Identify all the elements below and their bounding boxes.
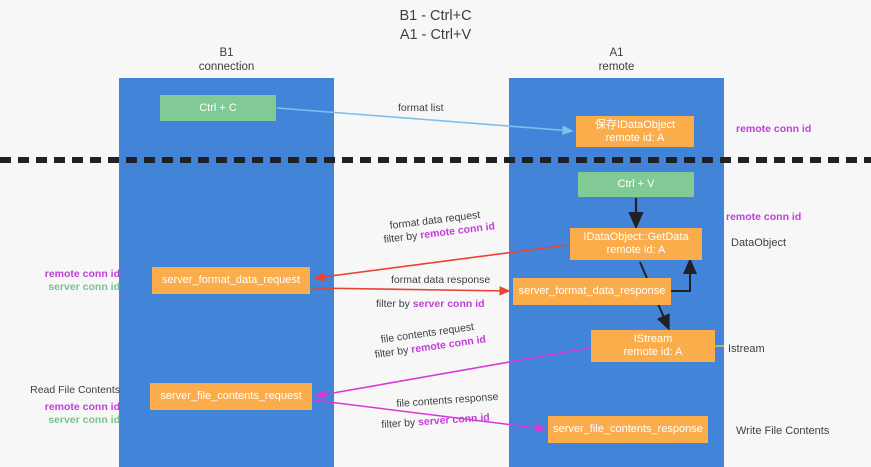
- node-server-format-data-response[interactable]: server_format_data_response: [513, 278, 671, 305]
- edge-filter-prefix-2: filter by: [376, 298, 413, 310]
- label-remote-conn-id-mid: remote conn id: [726, 211, 802, 223]
- node-server-file-contents-response[interactable]: server_file_contents_response: [548, 416, 708, 443]
- node-server-format-data-request-label: server_format_data_request: [161, 274, 301, 286]
- node-server-file-contents-request-label: server_file_contents_request: [160, 390, 302, 402]
- node-ctrl-v[interactable]: Ctrl + V: [578, 172, 694, 197]
- node-idataobject-text: 保存IDataObject remote id: A: [595, 119, 675, 145]
- label-remote-conn-id-top: remote conn id: [736, 123, 812, 135]
- label-write-file-contents: Write File Contents: [736, 425, 830, 437]
- lane-header-b1-name: B1: [219, 47, 234, 59]
- lane-header-b1: B1 connection: [119, 47, 334, 74]
- lane-header-a1-subtitle: remote: [598, 60, 635, 73]
- node-ctrl-c-label: Ctrl + C: [199, 101, 237, 114]
- node-idataobject[interactable]: 保存IDataObject remote id: A: [576, 116, 694, 147]
- edge-filter-prefix-4: filter by: [381, 416, 419, 431]
- node-server-format-data-request[interactable]: server_format_data_request: [152, 267, 310, 294]
- node-idataobject-label: 保存IDataObject: [594, 118, 676, 131]
- node-server-format-data-response-label: server_format_data_response: [518, 285, 666, 297]
- label-istream: Istream: [728, 343, 765, 355]
- title-line-1: B1 - Ctrl+C: [399, 8, 472, 24]
- node-ctrl-v-label: Ctrl + V: [617, 178, 655, 190]
- label-dataobject: DataObject: [731, 237, 787, 249]
- edge-filter-key-2: server conn id: [412, 298, 485, 310]
- label-left-conn-ids-format: remote conn id server conn id: [10, 268, 120, 294]
- node-idataobject-sub: remote id: A: [605, 131, 665, 144]
- node-istream-sub: remote id: A: [623, 346, 683, 358]
- edge-filter-prefix-3: filter by: [374, 343, 413, 361]
- edge-filter-key-4: server conn id: [417, 411, 491, 429]
- page-title: B1 - Ctrl+C A1 - Ctrl+V: [0, 7, 871, 45]
- node-istream[interactable]: IStream remote id: A: [591, 330, 715, 362]
- lane-header-b1-subtitle: connection: [198, 60, 255, 73]
- edge-label-format-list: format list: [398, 102, 444, 114]
- edge-label-format-data-response: format data response: [391, 274, 491, 286]
- node-istream-text: IStream remote id: A: [624, 333, 683, 359]
- label-left-remote-conn-id-2: remote conn id: [44, 401, 120, 413]
- lane-header-a1-name: A1: [609, 47, 624, 59]
- node-istream-label: IStream: [633, 333, 673, 345]
- label-left-conn-ids-file: remote conn id server conn id: [10, 401, 120, 427]
- node-server-file-contents-request[interactable]: server_file_contents_request: [150, 383, 312, 410]
- node-ctrl-c[interactable]: Ctrl + C: [160, 95, 276, 121]
- label-read-file-contents: Read File Contents: [30, 384, 120, 396]
- title-line-2: A1 - Ctrl+V: [399, 27, 472, 43]
- lane-header-a1: A1 remote: [509, 47, 724, 74]
- label-left-server-conn-id-1: server conn id: [48, 281, 120, 293]
- edge-label-file-contents-response-filter: filter by server conn id: [381, 411, 490, 432]
- node-getdata-text: IDataObject::GetData remote id: A: [583, 231, 688, 257]
- node-getdata-label: IDataObject::GetData: [583, 231, 689, 243]
- edge-label-file-contents-response: file contents response: [396, 390, 499, 410]
- node-getdata-sub: remote id: A: [606, 244, 666, 256]
- edge-filter-prefix-1: filter by: [383, 229, 421, 246]
- edge-label-format-data-response-filter: filter by server conn id: [376, 298, 485, 312]
- node-server-file-contents-response-label: server_file_contents_response: [553, 423, 703, 435]
- label-left-server-conn-id-2: server conn id: [48, 414, 120, 426]
- label-left-remote-conn-id-1: remote conn id: [44, 268, 120, 280]
- node-idataobject-getdata[interactable]: IDataObject::GetData remote id: A: [570, 228, 702, 260]
